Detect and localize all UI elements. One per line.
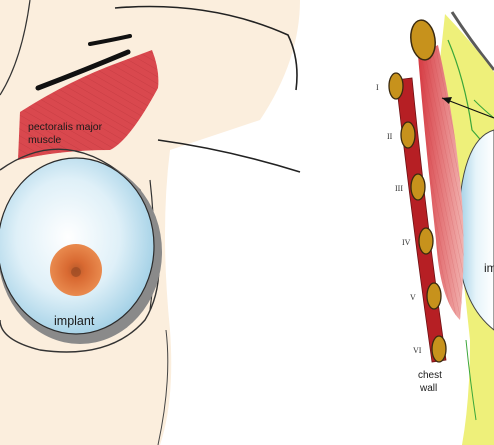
front-view: pectoralis major muscle implant (0, 0, 301, 445)
arm-boundary (157, 139, 301, 173)
shoulder-outline (114, 5, 298, 91)
rib-1 (388, 72, 404, 100)
clavicle (35, 49, 131, 91)
rib-5 (426, 282, 442, 310)
muscle-label-line1: pectoralis major (28, 121, 103, 133)
pectoralis-fibers (18, 50, 159, 160)
muscle-label-line2: muscle (28, 134, 61, 146)
torso-side-line (157, 329, 169, 445)
arrow-head (442, 97, 452, 104)
rib-number: IV (402, 238, 411, 247)
rib-number: II (387, 132, 393, 141)
rib-number: I (376, 83, 379, 92)
breast-outline (0, 148, 160, 353)
chest-wall-label-line2: wall (419, 383, 437, 394)
clavicle-upper (88, 34, 132, 46)
skin-outline (450, 11, 494, 71)
rib-number: III (395, 184, 403, 193)
rib-number: V (410, 293, 416, 302)
pectoralis-side-fibers (418, 45, 464, 320)
muscle-pointer-arrow (441, 97, 494, 119)
rib-2 (400, 121, 416, 149)
nipple (71, 267, 81, 277)
fascia-line-2 (473, 99, 494, 119)
rib-3 (410, 173, 426, 201)
neck-line (0, 0, 31, 96)
implant-label: implant (54, 314, 95, 328)
rib-number: VI (413, 346, 422, 355)
fascia-line-3 (465, 339, 477, 421)
chest-wall-label-line1: chest (418, 370, 442, 381)
side-implant-label: im (484, 261, 494, 275)
side-view: I II III IV V VI chest wall im (376, 11, 494, 445)
rib-4 (418, 227, 434, 255)
clavicle-side (410, 19, 436, 61)
rib-6 (431, 335, 447, 363)
